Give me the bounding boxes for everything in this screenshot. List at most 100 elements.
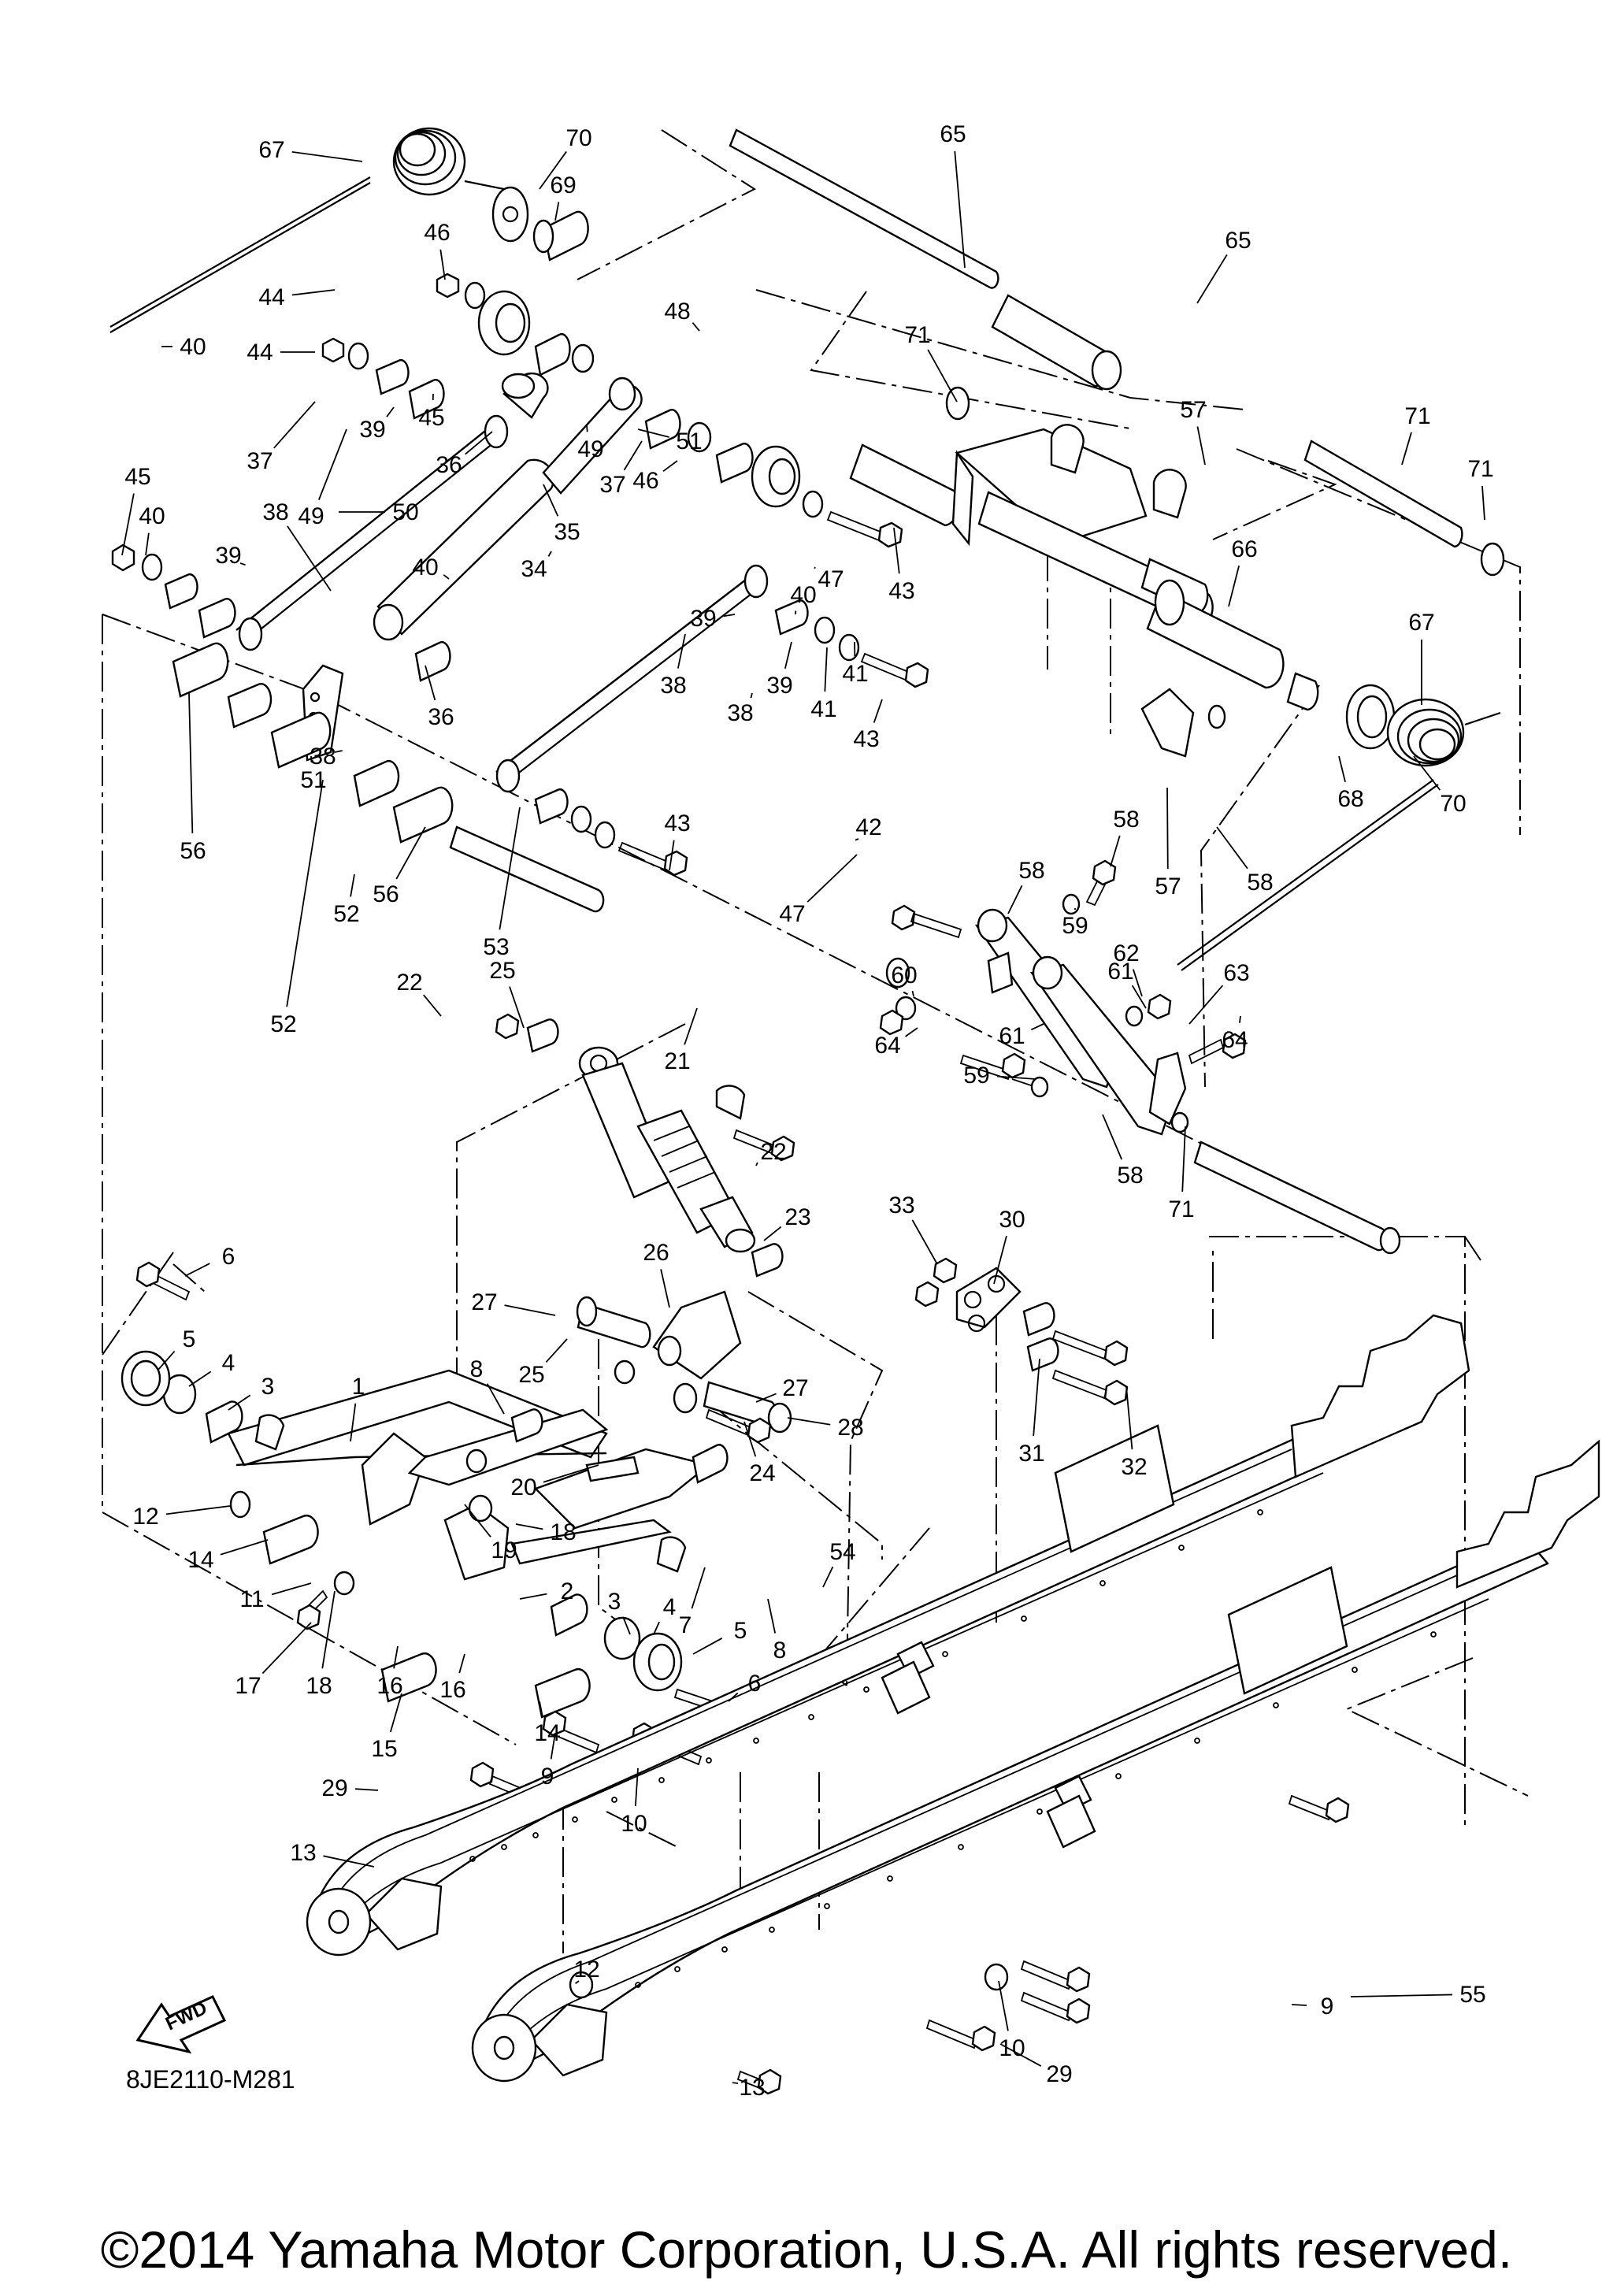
leader-line-19 [464,1504,491,1537]
callout-24: 24 [749,1460,775,1486]
leader-line-39 [784,641,792,669]
callout-59: 59 [963,1063,989,1089]
leader-line-58 [1110,835,1121,867]
callout-27: 27 [782,1375,808,1401]
leader-line-38 [750,692,753,699]
leader-line-70 [539,150,567,190]
callout-41: 41 [810,696,836,722]
bracket-26 [652,1290,742,1414]
callout-59: 59 [1062,913,1088,939]
callout-52: 52 [270,1011,296,1037]
callout-46: 46 [424,220,450,246]
callout-3: 3 [261,1374,275,1400]
callout-45: 45 [418,405,444,431]
leader-line-38 [334,750,343,753]
callout-3: 3 [608,1589,621,1615]
link-plate-30 [955,1267,1022,1333]
callout-65: 65 [940,121,966,147]
callout-37: 37 [599,472,625,498]
leader-line-56 [188,692,194,834]
leader-line-8 [767,1598,777,1634]
callout-1: 1 [352,1374,365,1400]
leader-line-25 [509,986,525,1029]
leader-line-1 [350,1403,357,1442]
callout-47: 47 [779,901,805,927]
callout-40: 40 [790,582,816,608]
callout-25: 25 [518,1362,544,1388]
leader-line-33 [911,1219,938,1265]
callout-6: 6 [748,1671,762,1697]
callout-61: 61 [999,1023,1025,1049]
callout-28: 28 [837,1415,863,1441]
callout-44: 44 [247,339,273,365]
leader-line-21 [684,1007,698,1045]
callout-52: 52 [333,901,359,927]
upper-arm-assembly [109,127,1505,971]
leader-line-52 [350,874,355,897]
callout-25: 25 [489,958,515,984]
washer-65 [491,186,529,243]
leader-line-35 [543,484,559,517]
leader-line-67 [291,150,363,162]
callout-22: 22 [760,1139,786,1165]
leader-line-42 [855,838,859,841]
callout-44: 44 [258,284,284,310]
callout-45: 45 [124,464,150,490]
leader-line-45 [121,493,135,556]
callout-68: 68 [1337,786,1363,812]
callout-58: 58 [1018,858,1044,884]
callout-38: 38 [727,700,753,726]
callout-34: 34 [521,556,547,582]
callout-31: 31 [1018,1441,1044,1467]
leader-line-49 [318,428,347,500]
callout-71: 71 [1168,1196,1194,1222]
callout-41: 41 [842,661,868,687]
leader-line-44 [291,289,336,296]
callout-5: 5 [734,1618,747,1644]
callout-56: 56 [180,838,206,864]
leader-line-46 [439,249,446,280]
rear-arm-link-56 [975,908,1175,1136]
callout-49: 49 [298,503,324,529]
callout-19: 19 [491,1537,517,1563]
callout-9: 9 [541,1764,554,1790]
leader-line-38 [677,633,686,669]
leader-line-65 [954,150,966,269]
callout-58: 58 [1117,1163,1143,1189]
leader-line-29 [354,1788,379,1791]
leader-line-28 [787,1417,831,1426]
leader-line-27 [755,1393,777,1403]
callout-30: 30 [999,1207,1025,1233]
callout-49: 49 [577,436,603,462]
callout-29: 29 [321,1775,347,1801]
callout-32: 32 [1121,1454,1147,1480]
leader-line-6 [184,1263,210,1277]
leader-line-46 [662,460,678,473]
callout-33: 33 [888,1193,914,1218]
leader-line-56 [395,826,426,880]
callout-35: 35 [554,519,580,545]
callout-57: 57 [1155,874,1181,899]
callout-18: 18 [306,1673,332,1699]
leader-line-22 [423,994,442,1017]
callout-38: 38 [660,673,686,699]
callout-54: 54 [829,1539,855,1565]
leader-line-71 [1181,1126,1186,1193]
leader-line-13 [323,1855,375,1868]
callout-51: 51 [300,767,326,793]
shock-absorber-34 [373,372,643,641]
callout-12: 12 [573,1957,599,1983]
drawing-code: 8JE2110-M281 [126,2065,295,2094]
rear-shock-20 [578,1046,756,1253]
leader-line-71 [927,349,958,402]
leader-line-58 [1007,885,1023,914]
leader-line-12 [165,1505,231,1515]
leader-line-71 [1481,485,1485,521]
callout-15: 15 [371,1736,397,1762]
callout-57: 57 [1180,397,1206,423]
slide-rails [306,1314,1600,2095]
leader-line-39 [239,562,246,566]
callout-5: 5 [183,1326,196,1352]
callout-2: 2 [561,1578,574,1604]
callout-39: 39 [690,606,716,632]
